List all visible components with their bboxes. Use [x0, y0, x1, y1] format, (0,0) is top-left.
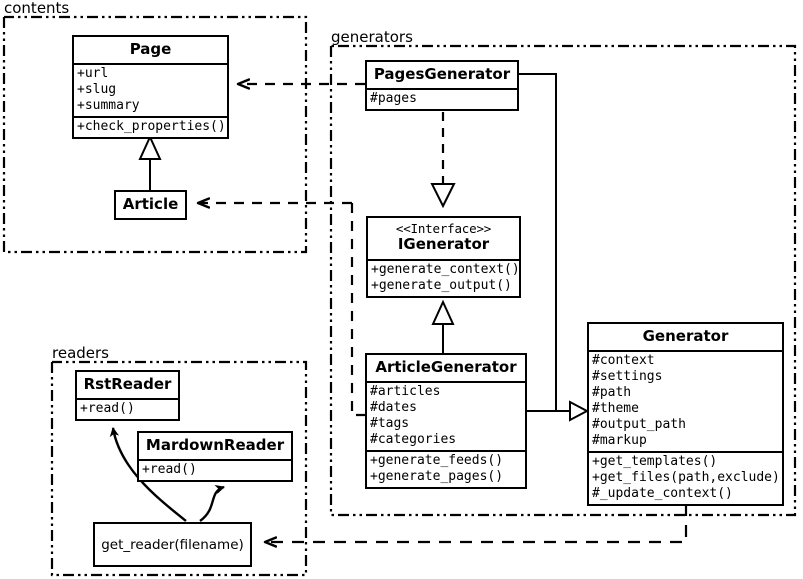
- method-row: +read(): [142, 462, 197, 478]
- relation-generator-depends-getreader: [265, 504, 688, 542]
- class-attributes-page: +url +slug +summary: [74, 63, 227, 116]
- attribute-row: #theme: [592, 401, 639, 417]
- package-label-readers: readers: [52, 344, 109, 362]
- attribute-row: +url: [77, 66, 109, 82]
- class-box-articlegenerator[interactable]: ArticleGenerator #articles #dates #tags …: [365, 353, 527, 490]
- relation-article-generalizes-page: [138, 134, 162, 190]
- class-name-mardownreader: MardownReader: [145, 436, 285, 454]
- relation-getreader-uses-mardownreader: [199, 485, 225, 522]
- relation-articlegenerator-generalizes-igenerator: [431, 299, 455, 353]
- class-methods-mardownreader: +read(): [139, 459, 291, 480]
- class-stereotype-igenerator: <<Interface>>: [395, 221, 492, 236]
- class-name-generator: Generator: [642, 327, 729, 345]
- method-row: +generate_output(): [371, 277, 512, 293]
- class-name-rstreader: RstReader: [83, 375, 172, 393]
- class-name-page: Page: [129, 40, 172, 58]
- method-row: +generate_pages(): [370, 469, 504, 485]
- class-box-rstreader[interactable]: RstReader +read(): [75, 370, 180, 422]
- attribute-row: #categories: [370, 432, 457, 448]
- relation-articlegenerator-depends-article: [198, 203, 365, 417]
- method-row: +check_properties(): [77, 119, 226, 135]
- attribute-row: #markup: [592, 433, 647, 449]
- class-box-article[interactable]: Article: [114, 190, 187, 221]
- class-methods-generator: +get_templates() +get_files(path,exclude…: [589, 451, 782, 504]
- attribute-row: #dates: [370, 400, 417, 416]
- method-row: +get_files(path,exclude): [592, 470, 780, 486]
- attribute-row: #articles: [370, 384, 441, 400]
- class-box-page[interactable]: Page +url +slug +summary +check_properti…: [72, 35, 229, 140]
- class-name-igenerator: <<Interface>> IGenerator: [368, 218, 519, 259]
- class-box-generator[interactable]: Generator #context #settings #path #them…: [587, 322, 784, 507]
- attribute-row: #path: [592, 385, 632, 401]
- class-box-igenerator[interactable]: <<Interface>> IGenerator +generate_conte…: [366, 216, 521, 298]
- package-label-generators: generators: [331, 28, 413, 46]
- class-methods-igenerator: +generate_context() +generate_output(): [368, 258, 520, 296]
- attribute-row: +summary: [77, 98, 140, 114]
- class-methods-page: +check_properties(): [74, 116, 227, 137]
- function-name-get-reader: get_reader(filename): [101, 536, 244, 553]
- method-row: +generate_feeds(): [370, 453, 504, 469]
- class-name-article: Article: [122, 195, 179, 213]
- class-attributes-pagesgenerator: #pages: [367, 88, 517, 109]
- class-name-text-igenerator: IGenerator: [397, 235, 490, 254]
- method-row: +get_templates(): [592, 454, 718, 470]
- function-box-get-reader[interactable]: get_reader(filename): [93, 522, 252, 567]
- class-attributes-generator: #context #settings #path #theme #output_…: [589, 350, 782, 451]
- attribute-row: #pages: [370, 91, 417, 107]
- relation-generators-generalize-generator: [519, 73, 590, 422]
- attribute-row: #output_path: [592, 417, 686, 433]
- class-name-pagesgenerator: PagesGenerator: [373, 65, 511, 83]
- attribute-row: #settings: [592, 369, 663, 385]
- package-label-contents: contents: [4, 0, 70, 17]
- class-attributes-articlegenerator: #articles #dates #tags #categories: [367, 381, 525, 450]
- class-box-mardownreader[interactable]: MardownReader +read(): [137, 431, 293, 483]
- method-row: +generate_context(): [371, 261, 520, 277]
- class-box-pagesgenerator[interactable]: PagesGenerator #pages: [365, 60, 519, 112]
- class-name-articlegenerator: ArticleGenerator: [375, 358, 517, 376]
- relation-pagesgenerator-realizes-igenerator: [430, 112, 456, 209]
- attribute-row: #tags: [370, 416, 410, 432]
- method-row: #_update_context(): [592, 486, 733, 502]
- class-methods-articlegenerator: +generate_feeds() +generate_pages(): [367, 450, 525, 487]
- method-row: +read(): [80, 401, 135, 417]
- attribute-row: #context: [592, 353, 655, 369]
- attribute-row: +slug: [77, 82, 117, 98]
- class-methods-rstreader: +read(): [77, 398, 178, 419]
